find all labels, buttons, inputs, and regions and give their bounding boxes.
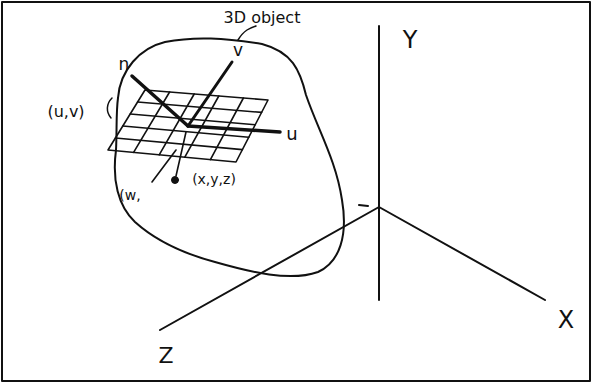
axis-label: v [233, 41, 243, 60]
y-axis [378, 26, 380, 300]
origin-tick [359, 205, 368, 206]
v-axis [188, 62, 232, 126]
axis-label: n [119, 55, 130, 74]
object-leader [238, 26, 256, 40]
axis-label: Z [158, 344, 173, 368]
axis-label: Y [403, 27, 418, 53]
bracket [107, 98, 112, 118]
normal-axis [132, 76, 188, 126]
surface-point [172, 177, 179, 184]
z-axis [160, 207, 379, 330]
u-axis [188, 126, 280, 132]
point-leader [176, 132, 186, 176]
coordinate-label: (x,y,z) [192, 172, 236, 187]
axis-label: u [286, 124, 297, 144]
w-leader [152, 150, 176, 182]
object-outline [115, 38, 344, 276]
object-label: 3D object [224, 9, 301, 27]
x-axis [379, 207, 545, 300]
coordinate-label: (w, [119, 188, 140, 203]
axis-label: X [558, 307, 574, 333]
coordinate-label: (u,v) [47, 103, 84, 121]
